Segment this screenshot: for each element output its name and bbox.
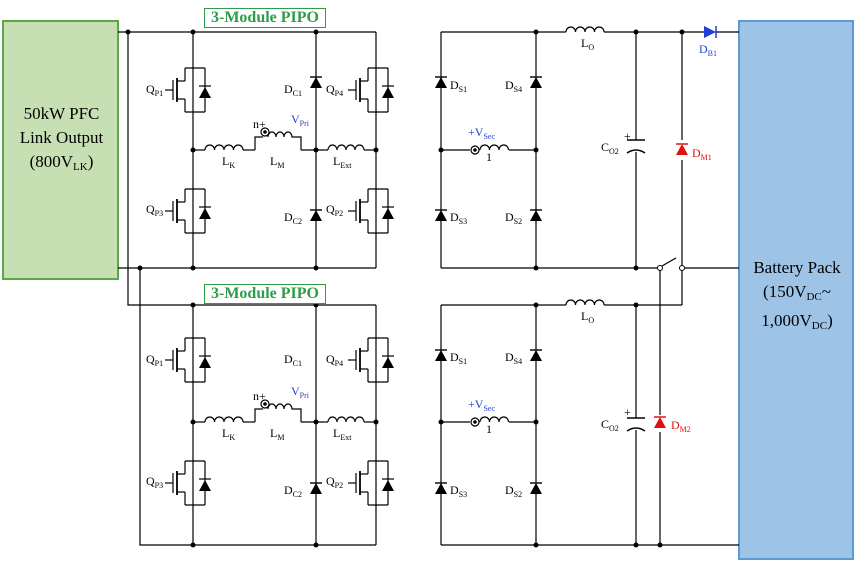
mosfet-qp4-m2	[347, 337, 395, 383]
label-qp3-m1: QP3	[146, 202, 164, 218]
label-co2-2: CO2	[601, 417, 619, 433]
mosfet-qp2-m1	[347, 188, 395, 234]
label-qp4-m1: QP4	[326, 82, 344, 98]
label-lk-m1: LK	[222, 154, 236, 170]
label-qp3-m2: QP3	[146, 474, 164, 490]
label-lm-m2: LM	[270, 426, 285, 442]
battery-box-text: Battery Pack (150VDC~ 1,000VDC)	[739, 256, 855, 338]
diode-db1	[704, 26, 717, 38]
battery-line3: 1,000VDC)	[761, 311, 833, 332]
label-ds3-2: DS3	[450, 483, 468, 499]
label-qp4-m2: QP4	[326, 352, 344, 368]
diode-ds4-2	[529, 349, 543, 362]
label-vpri-m2: VPri	[291, 384, 310, 400]
label-vsec-2: +VSec	[468, 397, 495, 413]
label-ds3-1: DS3	[450, 210, 468, 226]
pfc-line3: (800VLK)	[29, 152, 94, 173]
label-dc2-m1: DC2	[284, 210, 303, 226]
capacitors	[626, 139, 646, 432]
series-parallel-switch	[657, 257, 685, 271]
label-db1: DB1	[699, 42, 718, 58]
module-1-title: 3-Module PIPO	[204, 8, 326, 28]
label-dc1-m1: DC1	[284, 82, 303, 98]
diode-ds1-2	[434, 349, 448, 362]
label-turns-2: 1	[486, 422, 492, 436]
diode-ds4-1	[529, 76, 543, 89]
diode-ds1-1	[434, 76, 448, 89]
label-ds2-2: DS2	[505, 483, 523, 499]
battery-pack-box	[738, 20, 854, 560]
label-qp2-m1: QP2	[326, 202, 344, 218]
label-lext-m1: LExt	[333, 154, 352, 170]
label-ds2-1: DS2	[505, 210, 523, 226]
pfc-box-text: 50kW PFC Link Output (800VLK)	[3, 102, 120, 179]
diode-dm2	[654, 416, 666, 428]
label-ds4-1: DS4	[505, 78, 523, 94]
mosfet-qp4-m1	[347, 67, 395, 113]
diode-ds3-1	[434, 209, 448, 222]
inductors	[204, 26, 605, 423]
label-co2-1: CO2	[601, 140, 619, 156]
transformer-dots	[260, 127, 480, 427]
diode-ds2-2	[529, 482, 543, 495]
label-lo-1: LO	[581, 36, 595, 52]
label-lm-m1: LM	[270, 154, 285, 170]
label-dm1: DM1	[692, 146, 712, 162]
label-turns-1: 1	[486, 150, 492, 164]
label-lext-m2: LExt	[333, 426, 352, 442]
diode-dc2-m1	[309, 209, 323, 222]
label-dc1-m2: DC1	[284, 352, 303, 368]
label-ds1-1: DS1	[450, 78, 468, 94]
mosfet-qp1-m2	[164, 337, 212, 383]
diode-ds3-2	[434, 482, 448, 495]
pfc-link-output-box	[2, 20, 119, 280]
label-dm2: DM2	[671, 418, 691, 434]
label-ds4-2: DS4	[505, 350, 523, 366]
mosfet-qp2-m2	[347, 460, 395, 506]
pfc-line1: 50kW PFC	[23, 104, 100, 123]
battery-line2: (150VDC~	[763, 282, 831, 303]
battery-line1: Battery Pack	[753, 258, 841, 277]
diode-dc2-m2	[309, 482, 323, 495]
diode-ds2-1	[529, 209, 543, 222]
pfc-line2: Link Output	[19, 128, 104, 147]
label-lo-2: LO	[581, 309, 595, 325]
mosfet-qp3-m2	[164, 460, 212, 506]
mosfet-qp1-m1	[164, 67, 212, 113]
label-plus-1: +	[624, 129, 631, 143]
module-2-title: 3-Module PIPO	[204, 284, 326, 304]
diode-dc1-m1	[309, 76, 323, 89]
label-dc2-m2: DC2	[284, 483, 303, 499]
mosfet-qp3-m1	[164, 188, 212, 234]
label-qp1-m1: QP1	[146, 82, 164, 98]
label-vpri-m1: VPri	[291, 112, 310, 128]
label-nplus-m2: n+	[253, 389, 266, 403]
label-nplus-m1: n+	[253, 117, 266, 131]
label-vsec-1: +VSec	[468, 125, 495, 141]
label-ds1-2: DS1	[450, 350, 468, 366]
label-lk-m2: LK	[222, 426, 236, 442]
label-qp1-m2: QP1	[146, 352, 164, 368]
diode-dm1	[676, 143, 688, 155]
label-qp2-m2: QP2	[326, 474, 344, 490]
label-plus-2: +	[624, 405, 631, 419]
